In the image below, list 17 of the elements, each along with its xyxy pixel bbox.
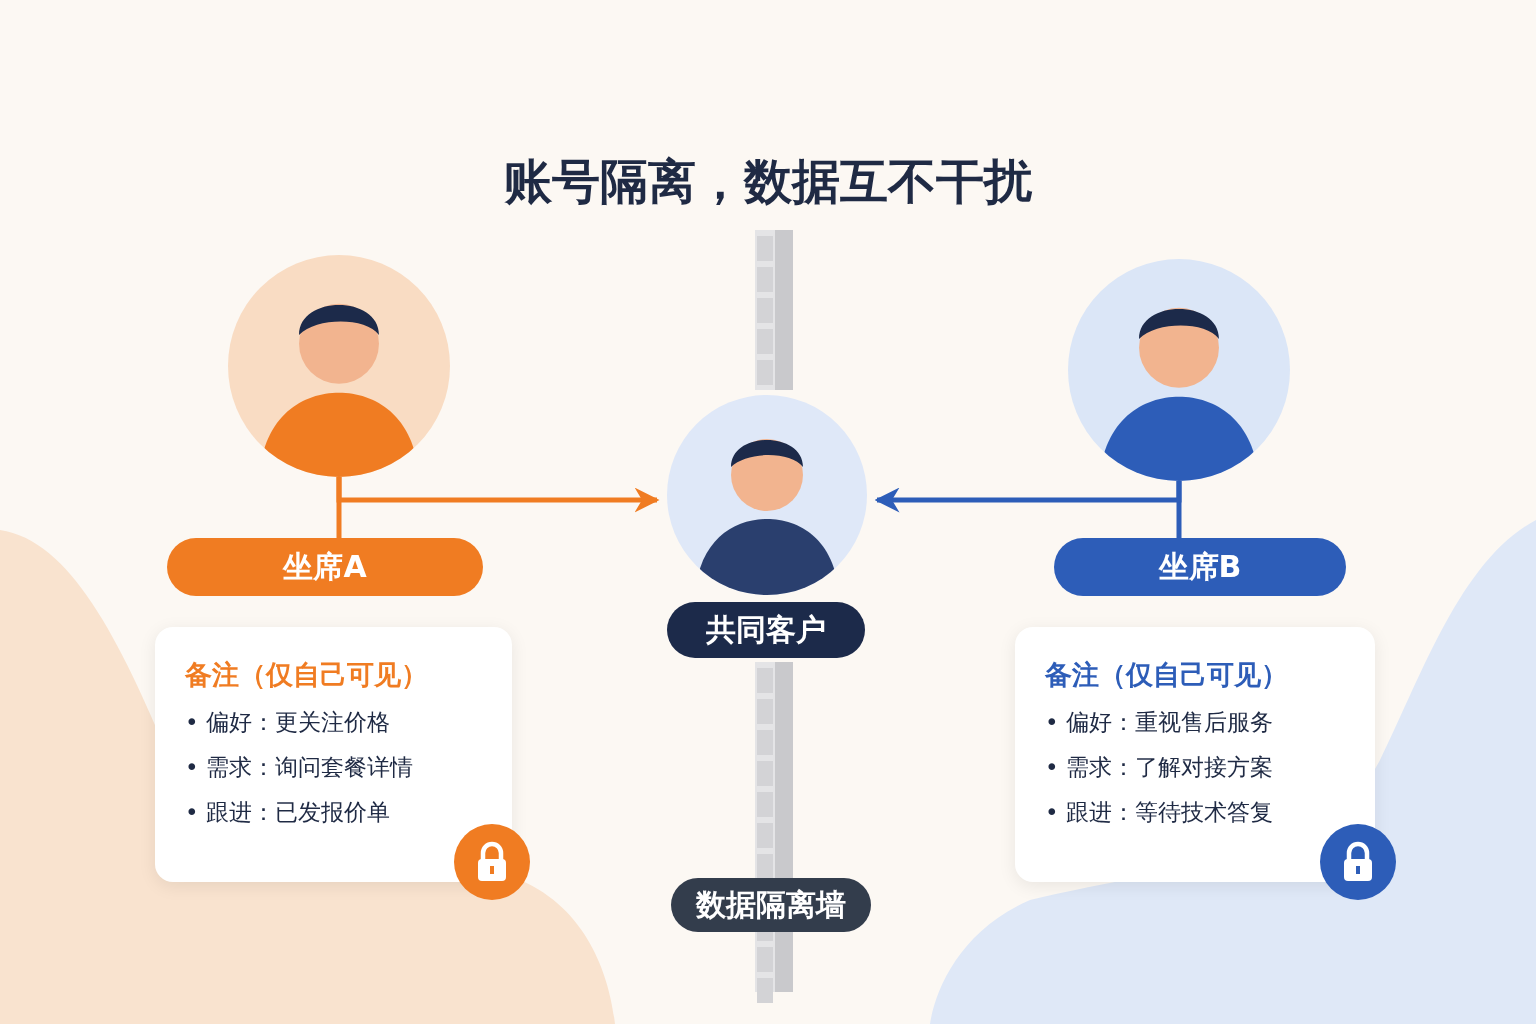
title: 账号隔离，数据互不干扰: [503, 152, 1033, 211]
card-heading: 备注（仅自己可见）: [1045, 658, 1288, 692]
list-item: • 需求：询问套餐详情: [185, 753, 413, 782]
card-heading: 备注（仅自己可见）: [185, 658, 428, 692]
note-card: [155, 627, 512, 882]
label-pill: 坐席A: [167, 538, 483, 596]
list-item: • 需求：了解对接方案: [1045, 753, 1273, 782]
list-item: • 跟进：等待技术答复: [1045, 798, 1273, 827]
connector-arrow: [874, 481, 1182, 513]
note-card: [1015, 627, 1375, 882]
label-pill: 坐席B: [1054, 538, 1346, 596]
list-item: • 偏好：重视售后服务: [1045, 708, 1273, 737]
label-pill: 共同客户: [667, 602, 865, 658]
list-item: • 跟进：已发报价单: [185, 798, 390, 827]
connector-arrow: [336, 477, 660, 513]
label-pill: 数据隔离墙: [671, 878, 871, 932]
list-item: • 偏好：更关注价格: [185, 708, 390, 737]
